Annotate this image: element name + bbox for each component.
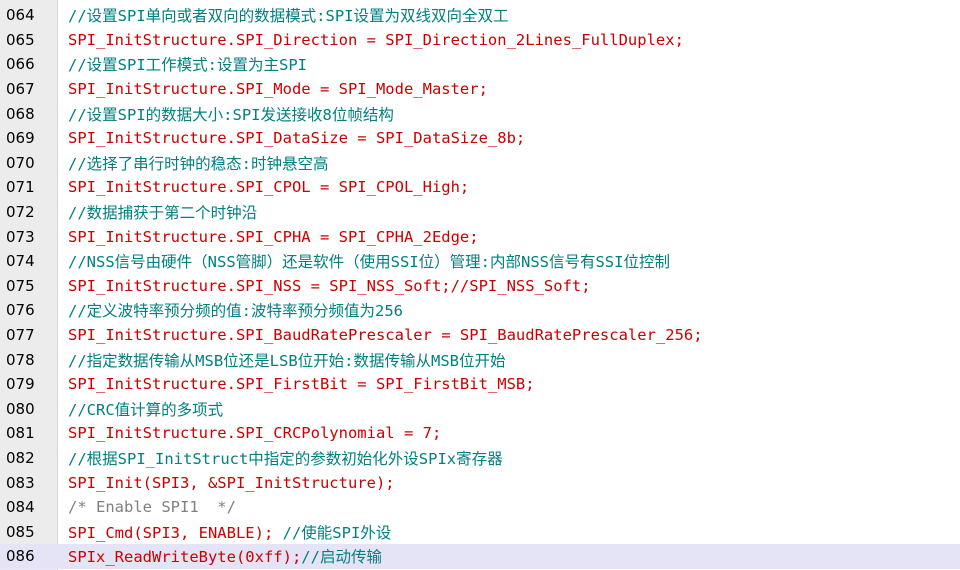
line-number: 082	[6, 449, 35, 468]
code-statement: SPI_InitStructure.SPI_Mode = SPI_Mode_Ma…	[68, 80, 488, 99]
code-line[interactable]: 068 //设置SPI的数据大小:SPI发送接收8位帧结构	[0, 101, 960, 126]
code-comment: //启动传输	[301, 548, 382, 567]
code-line[interactable]: 082 //根据SPI_InitStruct中指定的参数初始化外设SPIx寄存器	[0, 446, 960, 471]
line-number: 070	[6, 153, 35, 172]
code-line[interactable]: 081 SPI_InitStructure.SPI_CRCPolynomial =…	[0, 421, 960, 446]
code-line[interactable]: 072 //数据捕获于第二个时钟沿	[0, 200, 960, 225]
code-line[interactable]: 077 SPI_InitStructure.SPI_BaudRatePrescal…	[0, 323, 960, 348]
code-line[interactable]: 078 //指定数据传输从MSB位还是LSB位开始:数据传输从MSB位开始	[0, 347, 960, 372]
code-comment: //设置SPI工作模式:设置为主SPI	[68, 56, 307, 75]
code-line[interactable]: 070 //选择了串行时钟的稳态:时钟悬空高	[0, 151, 960, 176]
line-number: 064	[6, 6, 35, 25]
line-number: 076	[6, 301, 35, 320]
line-number-gutter	[0, 0, 58, 570]
code-comment: //数据捕获于第二个时钟沿	[68, 204, 258, 223]
line-number: 073	[6, 227, 35, 246]
code-comment: //选择了串行时钟的稳态:时钟悬空高	[68, 154, 329, 173]
line-number: 065	[6, 30, 35, 49]
code-line[interactable]: 071 SPI_InitStructure.SPI_CPOL = SPI_CPOL…	[0, 175, 960, 200]
code-statement: SPI_InitStructure.SPI_Direction = SPI_Di…	[68, 30, 684, 49]
line-number: 077	[6, 326, 35, 345]
code-line[interactable]: 069 SPI_InitStructure.SPI_DataSize = SPI_…	[0, 126, 960, 151]
code-statement: SPI_InitStructure.SPI_FirstBit = SPI_Fir…	[68, 375, 535, 394]
code-line[interactable]: 073 SPI_InitStructure.SPI_CPHA = SPI_CPHA…	[0, 224, 960, 249]
code-comment: //设置SPI的数据大小:SPI发送接收8位帧结构	[68, 105, 394, 124]
line-number: 074	[6, 252, 35, 271]
line-number: 066	[6, 55, 35, 74]
code-comment: //使能SPI外设	[282, 523, 392, 542]
code-statement: SPI_InitStructure.SPI_DataSize = SPI_Dat…	[68, 129, 526, 148]
code-comment: //根据SPI_InitStruct中指定的参数初始化外设SPIx寄存器	[68, 450, 503, 469]
code-statement: SPI_InitStructure.SPI_NSS = SPI_NSS_Soft…	[68, 276, 591, 295]
code-comment: //NSS信号由硬件（NSS管脚）还是软件（使用SSI位）管理:内部NSS信号有…	[68, 253, 670, 272]
line-number: 078	[6, 350, 35, 369]
code-line[interactable]: 083 SPI_Init(SPI3, &SPI_InitStructure);	[0, 470, 960, 495]
code-line[interactable]: 064 //设置SPI单向或者双向的数据模式:SPI设置为双线双向全双工	[0, 3, 960, 28]
code-comment: //指定数据传输从MSB位还是LSB位开始:数据传输从MSB位开始	[68, 351, 506, 370]
line-number: 075	[6, 276, 35, 295]
code-statement: SPI_InitStructure.SPI_CPHA = SPI_CPHA_2E…	[68, 227, 479, 246]
code-line[interactable]: 080 //CRC值计算的多项式	[0, 397, 960, 422]
code-text: SPIx_ReadWriteByte(0xff);//启动传输	[58, 545, 382, 567]
code-line[interactable]: 065 SPI_InitStructure.SPI_Direction = SPI…	[0, 28, 960, 53]
line-number: 080	[6, 399, 35, 418]
code-comment: //设置SPI单向或者双向的数据模式:SPI设置为双线双向全双工	[68, 7, 509, 26]
code-line[interactable]: 076 //定义波特率预分频的值:波特率预分频值为256	[0, 298, 960, 323]
code-line[interactable]: 085 SPI_Cmd(SPI3, ENABLE); //使能SPI外设	[0, 520, 960, 545]
code-statement: SPI_Init(SPI3, &SPI_InitStructure);	[68, 473, 395, 492]
line-number: 067	[6, 80, 35, 99]
line-number: 085	[6, 522, 35, 541]
line-number: 083	[6, 473, 35, 492]
code-line-current[interactable]: 086 SPIx_ReadWriteByte(0xff);//启动传输	[0, 544, 960, 569]
code-statement: SPI_InitStructure.SPI_CRCPolynomial = 7;	[68, 424, 442, 443]
code-comment: //定义波特率预分频的值:波特率预分频值为256	[68, 302, 403, 321]
code-text: SPI_Cmd(SPI3, ENABLE); //使能SPI外设	[58, 521, 391, 543]
code-line[interactable]: 066 //设置SPI工作模式:设置为主SPI	[0, 52, 960, 77]
code-comment: //CRC值计算的多项式	[68, 400, 224, 419]
code-statement: SPI_InitStructure.SPI_BaudRatePrescaler …	[68, 326, 703, 345]
line-number: 072	[6, 203, 35, 222]
code-statement: SPI_Cmd(SPI3, ENABLE);	[68, 523, 283, 542]
line-number: 084	[6, 498, 35, 517]
line-number: 079	[6, 375, 35, 394]
line-number: 086	[6, 547, 35, 566]
code-comment: /* Enable SPI1 */	[68, 498, 236, 517]
line-number: 081	[6, 424, 35, 443]
code-line[interactable]: 075 SPI_InitStructure.SPI_NSS = SPI_NSS_S…	[0, 274, 960, 299]
line-number: 071	[6, 178, 35, 197]
code-statement: SPIx_ReadWriteByte(0xff);	[68, 548, 302, 567]
line-number: 069	[6, 129, 35, 148]
code-line[interactable]: 084 /* Enable SPI1 */	[0, 495, 960, 520]
code-line[interactable]: 074 //NSS信号由硬件（NSS管脚）还是软件（使用SSI位）管理:内部NSS…	[0, 249, 960, 274]
code-line[interactable]: 067 SPI_InitStructure.SPI_Mode = SPI_Mode…	[0, 77, 960, 102]
code-statement: SPI_InitStructure.SPI_CPOL = SPI_CPOL_Hi…	[68, 178, 470, 197]
line-number: 068	[6, 104, 35, 123]
code-line[interactable]: 079 SPI_InitStructure.SPI_FirstBit = SPI_…	[0, 372, 960, 397]
